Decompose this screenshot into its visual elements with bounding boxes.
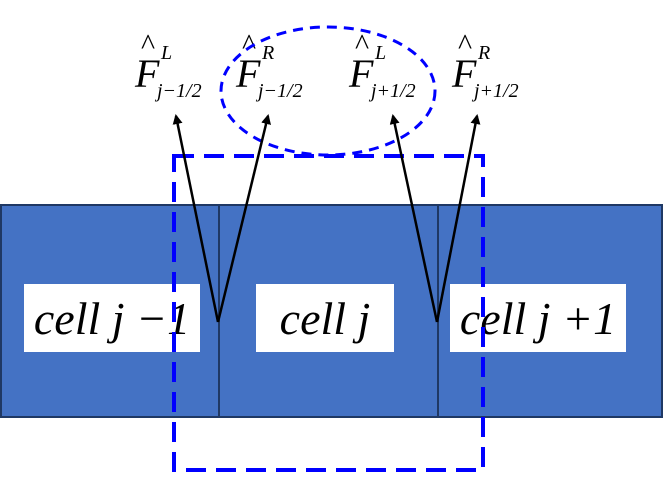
flux-subscript: j+1/2: [474, 80, 519, 102]
cell-right-label: cell j +1: [450, 284, 626, 352]
dashed-ellipse: [219, 25, 437, 157]
flux-superscript: L: [161, 42, 173, 64]
flux-superscript: R: [478, 42, 491, 64]
flux-subscript: j−1/2: [258, 80, 303, 102]
arrow-to-right-j-plus-half: [435, 114, 481, 323]
arrow-to-left-j-minus-half: [172, 114, 220, 323]
dashed-stencil-box: [172, 154, 485, 472]
cell-center-label: cell j: [256, 284, 394, 352]
flux-right-j-minus-half: F ^ R j−1/2: [236, 28, 326, 112]
flux-symbol: F: [236, 51, 261, 96]
arrow-to-left-j-plus-half: [389, 114, 439, 323]
hat-icon: ^: [141, 28, 156, 61]
hat-icon: ^: [458, 28, 473, 61]
flux-symbol: F: [135, 51, 160, 96]
flux-superscript: R: [262, 42, 275, 64]
flux-left-j-plus-half: F ^ L j+1/2: [349, 28, 439, 112]
hat-icon: ^: [355, 28, 370, 61]
flux-symbol: F: [452, 51, 477, 96]
hat-icon: ^: [242, 28, 257, 61]
flux-right-j-plus-half: F ^ R j+1/2: [452, 28, 542, 112]
flux-left-j-minus-half: F ^ L j−1/2: [135, 28, 225, 112]
flux-superscript: L: [375, 42, 387, 64]
arrow-to-right-j-minus-half: [216, 114, 271, 323]
flux-subscript: j+1/2: [371, 80, 416, 102]
flux-subscript: j−1/2: [157, 80, 202, 102]
flux-symbol: F: [349, 51, 374, 96]
cell-left-label: cell j −1: [24, 284, 200, 352]
